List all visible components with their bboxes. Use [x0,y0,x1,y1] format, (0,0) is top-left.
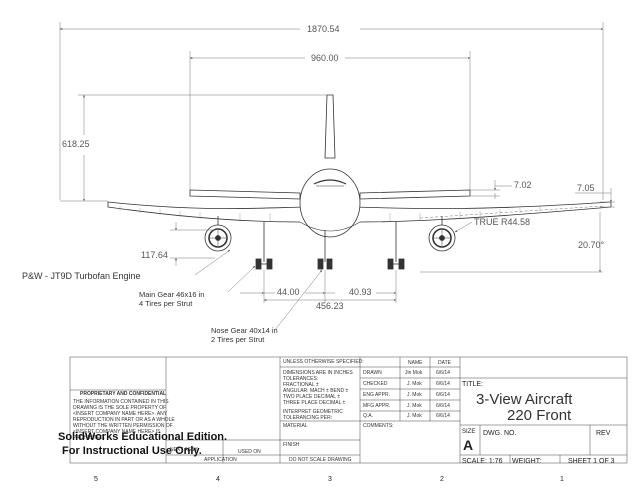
zone-number: 1 [560,476,564,483]
tb-col-date: DATE [438,360,451,366]
dim-nacelle-height: 117.64 [141,250,168,260]
tb-row-role: CHECKED [363,381,388,387]
right-engine [428,216,456,252]
tb-prop-line: <INSERT COMPANY NAME HERE>. ANY [73,411,168,417]
zone-number: 3 [328,476,332,483]
tb-prop-line: WITHOUT THE WRITTEN PERMISSION OF [73,423,173,429]
tb-dims-in-inches: DIMENSIONS ARE IN INCHES [283,370,353,376]
tb-row-date: 6/6/14 [436,403,450,409]
tb-do-not-scale: DO NOT SCALE DRAWING [289,457,352,463]
tb-three-place: THREE PLACE DECIMAL ± [283,400,346,406]
right-main-gear [387,222,405,270]
tb-prop-line: THE INFORMATION CONTAINED IN THIS [73,399,169,405]
tb-interpret: INTERPRET GEOMETRIC [283,409,343,415]
tb-angular: ANGULAR: MACH ± BEND ± [283,388,349,394]
tb-size-label: SIZE [462,429,476,435]
dim-tailplane-span: 960.00 [311,53,339,63]
dim-wing-tip-rise: 7.02 [514,180,532,190]
tb-row-date: 6/6/14 [436,381,450,387]
tb-col-name: NAME [408,360,423,366]
fuselage [299,168,361,238]
aircraft-front-view [107,94,612,270]
zone-number: 4 [216,476,220,483]
dimension-lines [59,22,615,331]
dim-gear-spacing-left: 44.00 [277,287,300,297]
tb-weight: WEIGHT: [512,458,542,465]
watermark-line1: SolidWorks Educational Edition. [58,431,228,443]
tb-tolerancing: TOLERANCING PER: [283,415,333,421]
drawing-title-line2: 220 Front [507,407,572,424]
tb-comments: COMMENTS: [363,423,394,429]
dim-span: 1870.54 [307,24,340,34]
tb-application: APPLICATION [204,457,237,463]
tb-used-on: USED ON [238,449,261,455]
tb-prop-line: <INSERT COMPANY NAME HERE> IS [73,429,161,435]
tb-rev: REV [596,430,611,437]
tb-scale: SCALE: 1:76 [462,458,503,465]
tb-size-value: A [463,437,474,453]
tb-sheet: SHEET 1 OF 3 [568,458,615,465]
tb-tolerances: TOLERANCES: [283,376,319,382]
tb-row-name: J. Mok [407,392,422,398]
main-gear-callout-1: Main Gear 46x16 in [139,290,205,299]
left-wing [107,201,306,223]
dim-gear-spacing-right: 40.93 [349,287,372,297]
tb-row-date: 6/6/14 [436,370,450,376]
tb-row-date: 6/6/14 [436,392,450,398]
tb-material: MATERIAL [283,423,308,429]
dim-track: 456.23 [316,301,344,311]
tb-row-role: DRAWN [363,370,382,376]
tb-row-date: 6/6/14 [436,413,450,419]
zone-number: 2 [440,476,444,483]
engine-callout: P&W - JT9D Turbofan Engine [22,271,141,281]
left-main-gear [255,222,273,270]
dim-dihedral: 20.70° [578,240,605,250]
nose-gear-callout-2: 2 Tires per Strut [211,335,265,344]
tb-title-label: TITLE: [462,381,484,388]
dim-tip-offset: 7.05 [577,183,595,193]
tb-prop-line: DRAWING IS THE SOLE PROPERTY OF [73,405,167,411]
tb-fractional: FRACTIONAL ± [283,382,319,388]
nose-gear-callout-1: Nose Gear 40x14 in [211,326,278,335]
zone-number: 5 [94,476,98,483]
cockpit-windows [313,179,347,185]
tb-prop-line: REPRODUCTION IN PART OR AS A WHOLE [73,417,175,423]
tb-proprietary: PROPRIETARY AND CONFIDENTIAL [80,391,167,397]
tb-two-place: TWO PLACE DECIMAL ± [283,394,341,400]
tb-row-role: MFG APPR. [363,403,391,409]
tb-row-role: Q.A. [363,413,374,419]
tb-row-role: ENG APPR. [363,392,390,398]
dim-wing-radius: TRUE R44.58 [474,217,531,227]
tb-row-name: Jin Mok [405,370,423,376]
tb-dwg-no: DWG. NO. [483,430,517,437]
tb-next-assy: NEXT ASSY [170,447,198,453]
drawing-title-line1: 3-View Aircraft [476,391,573,408]
title-block-grid [69,356,628,464]
tb-row-name: J. Mok [407,403,422,409]
dim-height: 618.25 [62,139,90,149]
tb-row-name: J. Mok [407,413,422,419]
vertical-stabilizer [324,94,336,159]
main-gear-callout-2: 4 Tires per Strut [139,299,193,308]
tb-unless-specified: UNLESS OTHERWISE SPECIFIED: [283,359,364,365]
tb-prop-line: PROHIBITED. [73,435,105,441]
nose-gear [317,230,333,270]
tb-row-name: J. Mok [407,381,422,387]
left-engine [204,216,232,252]
watermark-line2: For Instructional Use Only. [62,445,202,457]
tb-finish: FINISH [283,442,300,448]
